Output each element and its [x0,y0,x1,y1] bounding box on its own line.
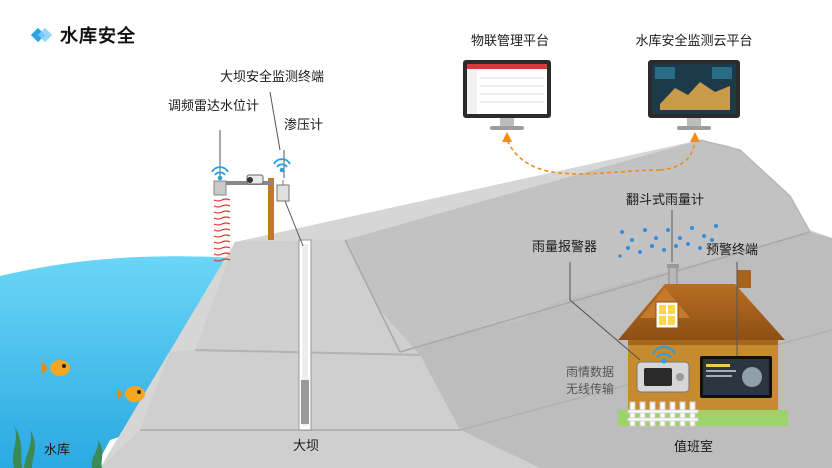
fence [618,401,788,427]
wireless-line-1: 雨情数据 [566,365,615,379]
radar-gauge-label: 调频雷达水位计 [168,99,260,114]
dam-terminal-label: 大坝安全监测终端 [220,70,325,85]
reservoir-water [0,256,235,468]
seaweed-icon [13,426,103,468]
arrow-head-icon [502,132,700,142]
rain-gauge-label: 翻斗式雨量计 [626,193,705,208]
fish-icon [117,386,145,402]
dam-label: 大坝 [293,439,320,454]
wifi-icon [652,345,676,364]
monitoring-pole [213,91,290,240]
iot-platform-monitor [463,60,551,130]
page-title: 水库安全 [30,22,136,48]
wireless-transfer-note: 雨情数据 无线传输 [566,364,614,398]
radar-beam [213,198,231,262]
wifi-icon [273,158,291,173]
piezometer-label: 渗压计 [284,118,324,133]
rain-drops [618,224,718,258]
cloud-platform-label: 水库安全监测云平台 [635,34,753,49]
duty-room-label: 值班室 [674,440,714,455]
reservoir-label: 水库 [44,443,71,458]
wireless-line-2: 无线传输 [566,382,615,396]
fish-icon [42,360,70,376]
piezometer [282,195,312,431]
wifi-icon [211,166,229,181]
page-title-text: 水库安全 [60,26,136,47]
rain-alarm-label: 雨量报警器 [532,240,598,255]
warning-terminal-label: 预警终端 [706,243,759,258]
iot-platform-label: 物联管理平台 [470,34,550,49]
cloud-platform-monitor [648,60,740,130]
data-transfer-arrows [506,139,696,175]
